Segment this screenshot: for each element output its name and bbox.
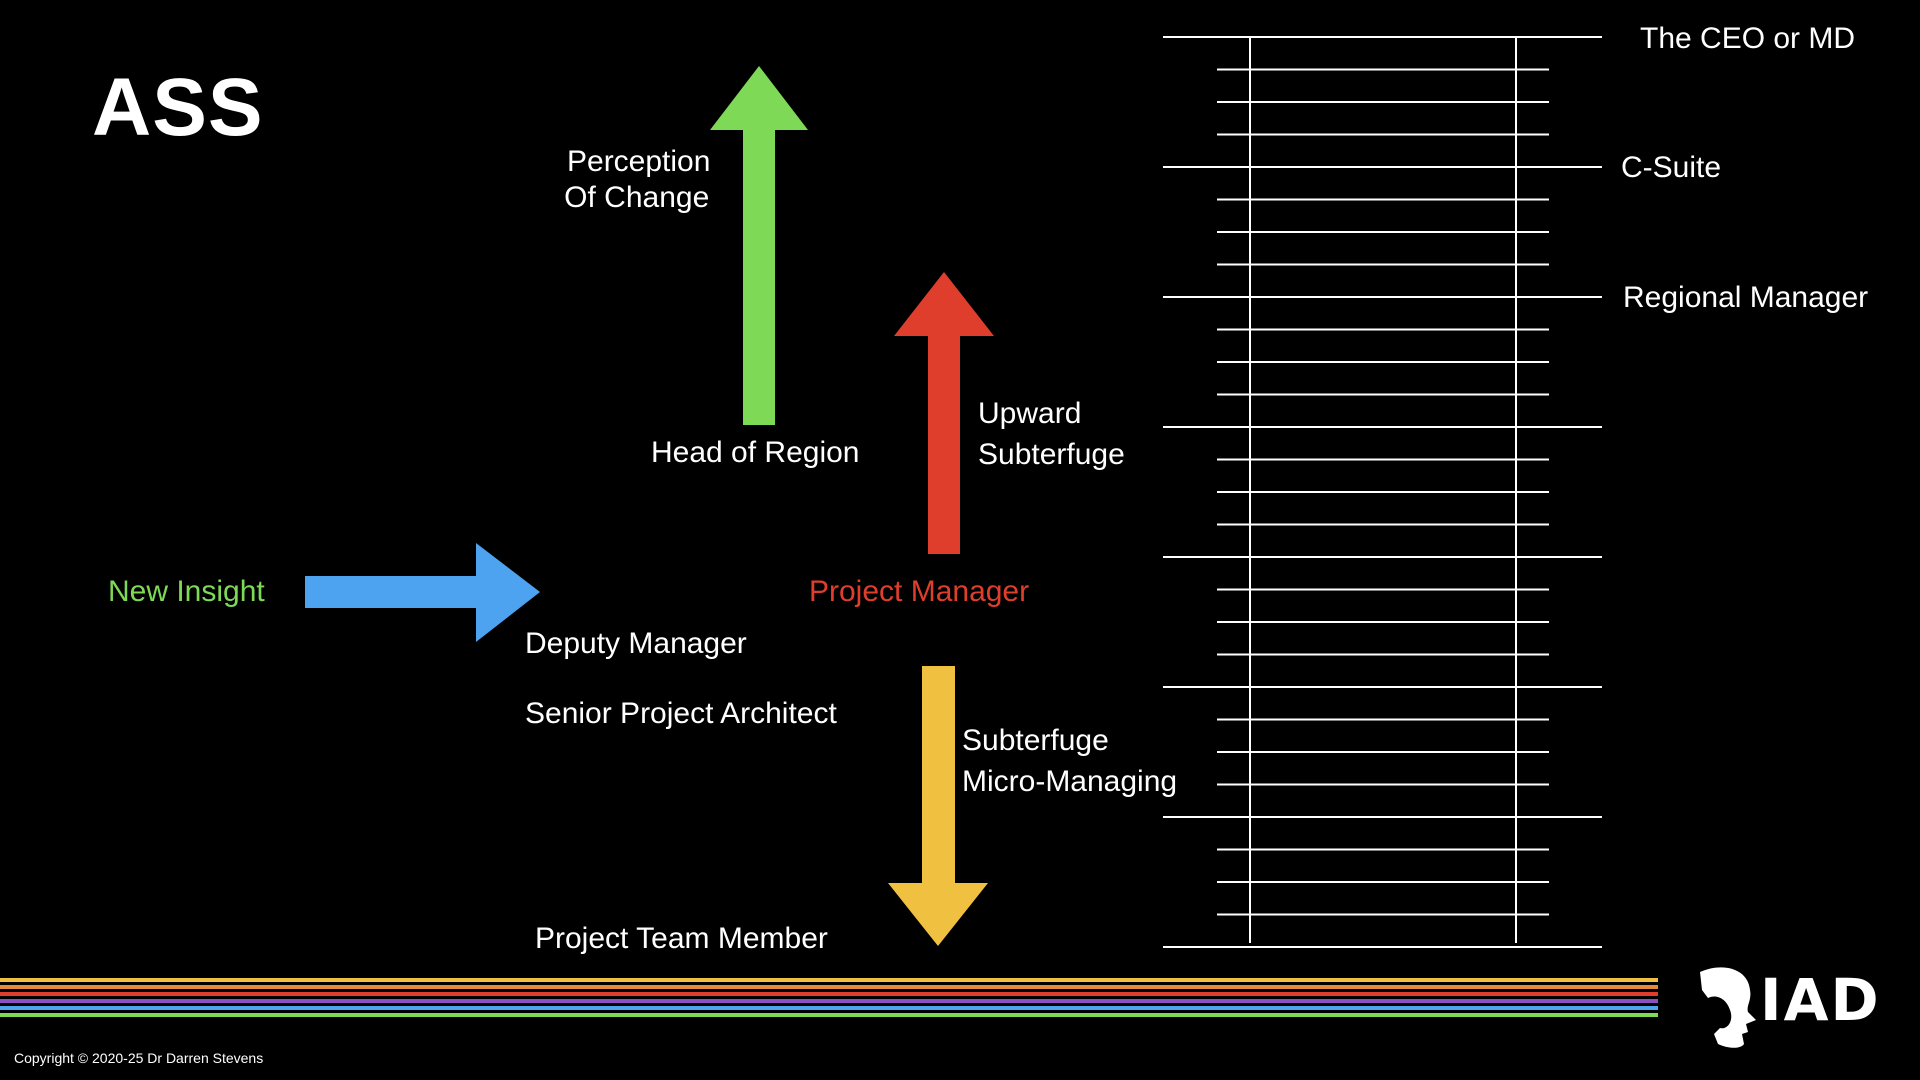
slide-title: ASS bbox=[92, 62, 264, 153]
rainbow-stripe bbox=[0, 1013, 1658, 1017]
rainbow-stripe bbox=[0, 999, 1658, 1003]
subterfuge-micro-managing-arrow bbox=[888, 666, 988, 946]
project-manager-label: Project Manager bbox=[809, 575, 1030, 608]
rainbow-stripe bbox=[0, 978, 1658, 982]
subterfuge-micro-managing-label: Subterfuge Micro-Managing bbox=[962, 720, 1177, 802]
rainbow-stripe bbox=[0, 992, 1658, 996]
hierarchy-ladder bbox=[1163, 36, 1602, 948]
rainbow-stripes bbox=[0, 978, 1658, 1017]
subterfuge-label-line2: Micro-Managing bbox=[962, 765, 1178, 798]
ladder-level-regional-manager: Regional Manager bbox=[1623, 281, 1869, 314]
rainbow-stripe bbox=[0, 985, 1658, 989]
upward-subterfuge-arrow bbox=[894, 272, 994, 554]
senior-project-architect-label: Senior Project Architect bbox=[525, 697, 837, 730]
subterfuge-label-line1: Subterfuge bbox=[962, 724, 1109, 757]
iad-logo-text: IAD bbox=[1760, 966, 1881, 1034]
upward-label-line1: Upward bbox=[978, 397, 1082, 430]
new-insight-label: New Insight bbox=[108, 575, 265, 608]
copyright-notice: Copyright © 2020-25 Dr Darren Stevens bbox=[14, 1050, 264, 1066]
head-of-region-label: Head of Region bbox=[651, 436, 860, 469]
perception-of-change-label: Perception Of Change bbox=[563, 144, 710, 216]
project-team-member-label: Project Team Member bbox=[535, 922, 828, 955]
perception-label-line1: Perception bbox=[567, 145, 711, 178]
ladder-level-c-suite: C-Suite bbox=[1621, 151, 1722, 184]
upward-subterfuge-label: Upward Subterfuge bbox=[978, 393, 1125, 475]
ladder-level-ceo: The CEO or MD bbox=[1640, 22, 1856, 55]
upward-label-line2: Subterfuge bbox=[978, 438, 1125, 471]
perception-of-change-arrow bbox=[710, 66, 808, 425]
rainbow-stripe bbox=[0, 1006, 1658, 1010]
perception-label-line2: Of Change bbox=[564, 181, 710, 214]
deputy-manager-label: Deputy Manager bbox=[525, 627, 747, 660]
iad-logo-head-icon bbox=[1700, 967, 1756, 1048]
new-insight-arrow bbox=[305, 543, 540, 642]
